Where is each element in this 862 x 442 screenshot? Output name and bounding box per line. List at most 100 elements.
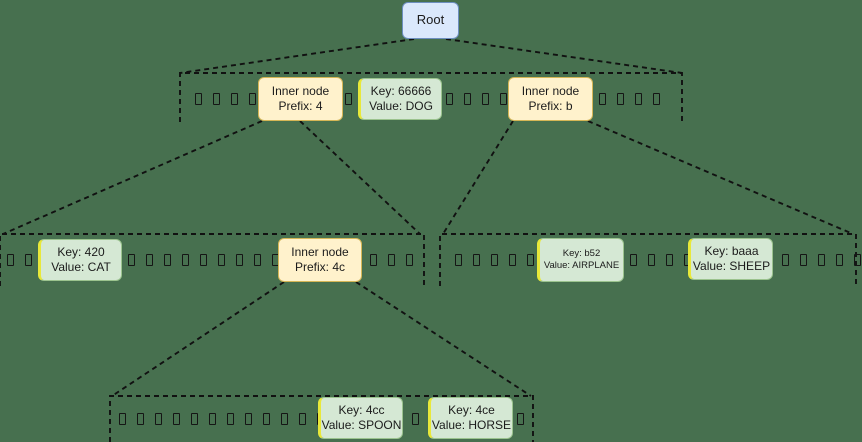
slot-group-lvl3-d (455, 254, 534, 266)
empty-slot-marker (164, 254, 171, 266)
tree-edge (442, 120, 514, 235)
empty-slot-marker (263, 413, 270, 425)
empty-slot-marker (388, 254, 395, 266)
empty-slot-marker (231, 93, 238, 105)
node-leaf-sheep[interactable]: Key: baaa Value: SHEEP (688, 238, 773, 280)
empty-slot-marker (500, 93, 507, 105)
empty-slot-marker (254, 254, 261, 266)
node-inner-prefix-4c[interactable]: Inner node Prefix: 4c (278, 238, 362, 282)
empty-slot-marker (218, 254, 225, 266)
empty-slot-marker (491, 254, 498, 266)
empty-slot-marker (182, 254, 189, 266)
empty-slot-marker (666, 254, 673, 266)
empty-slot-marker (517, 413, 524, 425)
empty-slot-marker (617, 93, 624, 105)
empty-slot-marker (599, 93, 606, 105)
node-inner-prefix-4c-line2: Prefix: 4c (294, 260, 345, 274)
empty-slot-marker (464, 93, 471, 105)
node-leaf-airplane-key: Key: b52 (562, 248, 601, 260)
node-leaf-spoon-key: Key: 4cc (338, 403, 385, 417)
empty-slot-marker (249, 93, 256, 105)
node-leaf-dog-key: Key: 66666 (370, 84, 432, 98)
node-leaf-cat-key: Key: 420 (57, 245, 105, 259)
empty-slot-marker (509, 254, 516, 266)
empty-slot-marker (173, 413, 180, 425)
empty-slot-marker (527, 254, 534, 266)
empty-slot-marker (818, 254, 825, 266)
slot-group-lvl3-c (370, 254, 413, 266)
empty-slot-marker (446, 93, 453, 105)
node-leaf-airplane[interactable]: Key: b52 Value: AIRPLANE (537, 238, 624, 282)
node-inner-prefix-b[interactable]: Inner node Prefix: b (508, 77, 593, 121)
empty-slot-marker (412, 413, 419, 425)
node-leaf-spoon[interactable]: Key: 4cc Value: SPOON (318, 397, 403, 439)
empty-slot-marker (25, 254, 32, 266)
node-leaf-horse-value: Value: HORSE (431, 418, 512, 432)
empty-slot-marker (245, 413, 252, 425)
slot-group-lvl2-b (345, 93, 352, 105)
empty-slot-marker (227, 413, 234, 425)
node-leaf-horse[interactable]: Key: 4ce Value: HORSE (428, 397, 513, 439)
tree-edge (111, 281, 285, 397)
empty-slot-marker (195, 93, 202, 105)
empty-slot-marker (7, 254, 14, 266)
empty-slot-marker (345, 93, 352, 105)
empty-slot-marker (155, 413, 162, 425)
tree-edge (2, 120, 263, 235)
node-leaf-sheep-key: Key: baaa (704, 244, 759, 258)
node-inner-prefix-4[interactable]: Inner node Prefix: 4 (258, 77, 343, 121)
empty-slot-marker (128, 254, 135, 266)
node-leaf-cat-value: Value: CAT (51, 260, 111, 274)
node-inner-prefix-b-line2: Prefix: b (528, 99, 573, 113)
node-inner-prefix-b-line1: Inner node (521, 84, 580, 98)
slot-group-lvl3-a (7, 254, 32, 266)
empty-slot-marker (635, 93, 642, 105)
empty-slot-marker (782, 254, 789, 266)
node-leaf-dog-value: Value: DOG (369, 99, 433, 113)
empty-slot-marker (653, 93, 660, 105)
tree-edge (179, 38, 415, 74)
empty-slot-marker (281, 413, 288, 425)
tree-edge (445, 38, 683, 74)
empty-slot-marker (406, 254, 413, 266)
tree-edge (587, 120, 854, 235)
empty-slot-marker (455, 254, 462, 266)
empty-slot-marker (191, 413, 198, 425)
empty-slot-marker (800, 254, 807, 266)
slot-group-lvl3-f (782, 254, 861, 266)
empty-slot-marker (630, 254, 637, 266)
empty-slot-marker (854, 254, 861, 266)
node-leaf-dog[interactable]: Key: 66666 Value: DOG (358, 78, 442, 120)
empty-slot-marker (200, 254, 207, 266)
empty-slot-marker (299, 413, 306, 425)
slot-group-lvl3-b (128, 254, 297, 266)
node-root-label: Root (416, 12, 445, 28)
slot-group-lvl2-c (446, 93, 507, 105)
slot-group-lvl2-a (195, 93, 256, 105)
empty-slot-marker (137, 413, 144, 425)
tree-edge (355, 281, 532, 397)
empty-slot-marker (473, 254, 480, 266)
tree-edge (299, 120, 421, 235)
empty-slot-marker (236, 254, 243, 266)
node-inner-prefix-4c-line1: Inner node (291, 245, 349, 259)
empty-slot-marker (836, 254, 843, 266)
empty-slot-marker (370, 254, 377, 266)
empty-slot-marker (209, 413, 216, 425)
slot-group-lvl4-c (517, 413, 524, 425)
slot-group-lvl2-d (599, 93, 660, 105)
empty-slot-marker (648, 254, 655, 266)
slot-group-lvl4-b (412, 413, 419, 425)
node-leaf-sheep-value: Value: SHEEP (692, 259, 771, 273)
empty-slot-marker (482, 93, 489, 105)
empty-slot-marker (119, 413, 126, 425)
node-inner-prefix-4-line2: Prefix: 4 (278, 99, 323, 113)
node-leaf-cat[interactable]: Key: 420 Value: CAT (38, 239, 122, 281)
node-inner-prefix-4-line1: Inner node (271, 84, 330, 98)
node-leaf-airplane-value: Value: AIRPLANE (543, 260, 620, 271)
empty-slot-marker (213, 93, 220, 105)
node-root[interactable]: Root (402, 2, 459, 39)
node-leaf-spoon-value: Value: SPOON (321, 418, 402, 432)
slot-group-lvl3-e (630, 254, 691, 266)
